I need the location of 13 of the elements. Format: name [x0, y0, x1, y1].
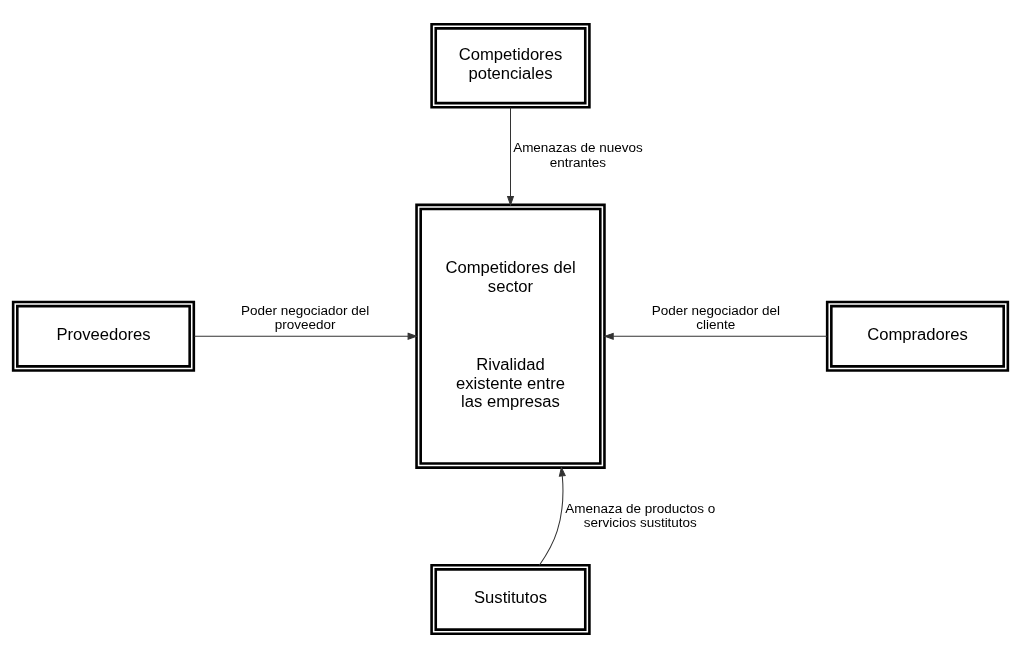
arrow: [602, 332, 828, 340]
edge-label: Amenaza de productos o servicios sustitutos: [564, 500, 715, 531]
node-box: Proveedores: [11, 300, 195, 372]
edge-label: Amenazas de nuevos entrantes: [512, 140, 643, 170]
edge-label: Poder negociador del proveedor: [240, 302, 369, 333]
node-box: Sustitutos: [429, 563, 591, 636]
arrow: [506, 107, 514, 207]
edge-label: Poder negociador del cliente: [651, 302, 780, 333]
node-box: Competidores potenciales: [429, 22, 591, 109]
arrow: [193, 332, 418, 340]
node-box: Competidores del sector Rivalidad existente entre las empresas: [414, 203, 606, 469]
node-box: Compradores: [825, 300, 1009, 372]
arrow: [538, 466, 566, 566]
